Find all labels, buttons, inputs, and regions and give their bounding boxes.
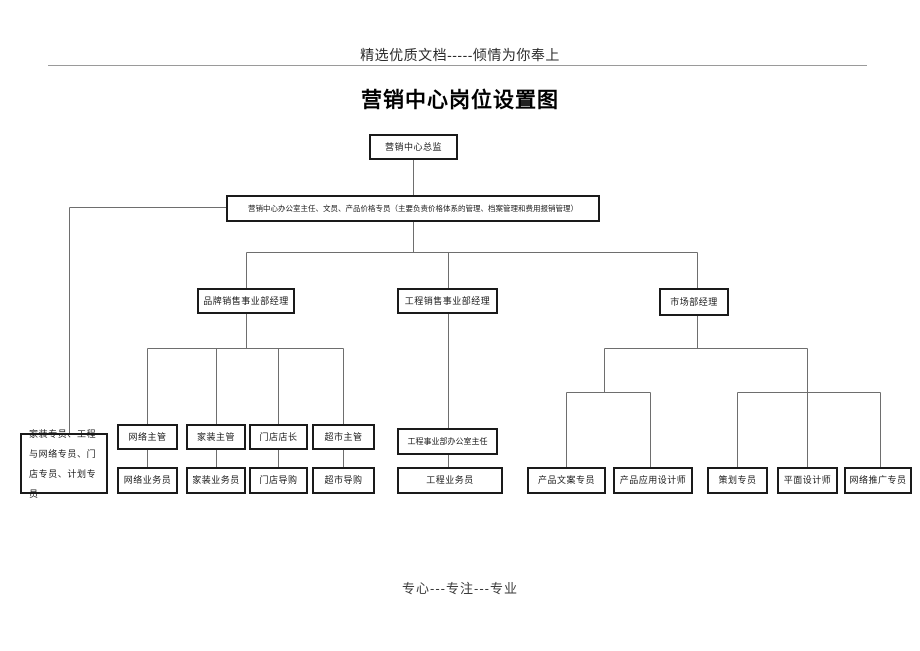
header-divider <box>48 65 867 66</box>
page-header-text: 精选优质文档-----倾情为你奉上 <box>360 47 560 63</box>
org-node-web-promotion-specialist: 网络推广专员 <box>844 467 912 494</box>
org-node-marketing-dept-manager: 市场部经理 <box>659 288 729 316</box>
org-node-product-copywriter: 产品文案专员 <box>527 467 606 494</box>
org-node-engineering-sales-manager: 工程销售事业部经理 <box>397 288 498 314</box>
org-node-engineering-office-director: 工程事业部办公室主任 <box>397 428 498 455</box>
page-footer-text: 专心---专注---专业 <box>402 581 518 596</box>
page-title: 营销中心岗位设置图 <box>361 89 559 112</box>
org-node-supermarket-shopping-guide: 超市导购 <box>312 467 375 494</box>
org-node-product-application-designer: 产品应用设计师 <box>613 467 693 494</box>
org-node-supermarket-supervisor: 超市主管 <box>312 424 375 450</box>
org-node-center-office: 营销中心办公室主任、文员、产品价格专员（主要负责价格体系的管理、档案管理和费用报… <box>226 195 600 222</box>
org-node-store-shopping-guide: 门店导购 <box>249 467 308 494</box>
org-node-home-decor-salesperson: 家装业务员 <box>186 467 246 494</box>
org-node-store-manager: 门店店长 <box>249 424 308 450</box>
org-node-web-salesperson: 网络业务员 <box>117 467 178 494</box>
org-node-graphic-designer: 平面设计师 <box>777 467 838 494</box>
org-node-home-decor-supervisor: 家装主管 <box>186 424 246 450</box>
org-node-planning-specialist: 策划专员 <box>707 467 768 494</box>
org-node-web-supervisor: 网络主管 <box>117 424 178 450</box>
org-node-plan-specialists: 家装专员、工程与网络专员、门店专员、计划专员 <box>20 429 108 499</box>
org-node-brand-sales-manager: 品牌销售事业部经理 <box>197 288 295 314</box>
org-node-marketing-director: 营销中心总监 <box>369 134 458 160</box>
org-node-engineering-salesperson: 工程业务员 <box>397 467 503 494</box>
